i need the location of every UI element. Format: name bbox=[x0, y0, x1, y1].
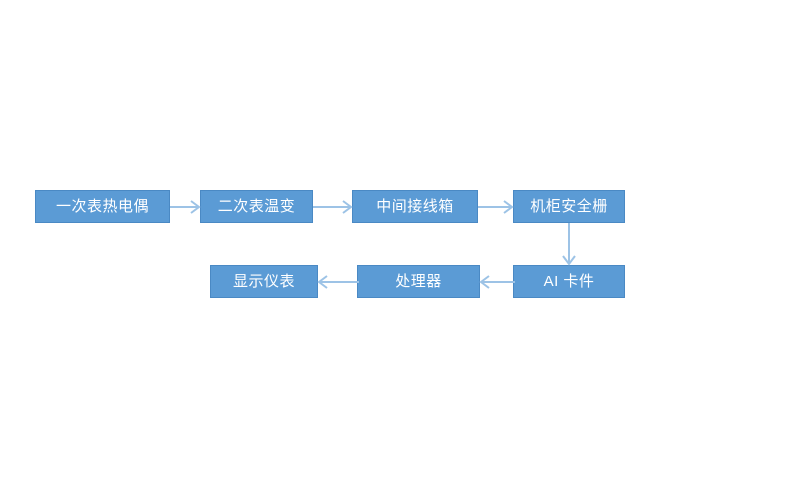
arrow-ai-card-to-processor bbox=[479, 275, 515, 289]
flow-node-primary-thermocouple[interactable]: 一次表热电偶 bbox=[35, 190, 170, 223]
flow-node-junction-box[interactable]: 中间接线箱 bbox=[352, 190, 478, 223]
flow-node-display-instrument[interactable]: 显示仪表 bbox=[210, 265, 318, 298]
flow-node-label: 机柜安全栅 bbox=[530, 198, 608, 215]
arrow-junction-box-to-barrier bbox=[478, 200, 514, 214]
arrow-barrier-to-ai-card bbox=[562, 223, 576, 266]
flow-node-label: AI 卡件 bbox=[543, 273, 595, 290]
flow-node-ai-card[interactable]: AI 卡件 bbox=[513, 265, 625, 298]
flow-node-processor[interactable]: 处理器 bbox=[357, 265, 480, 298]
flow-node-cabinet-safety-barrier[interactable]: 机柜安全栅 bbox=[513, 190, 625, 223]
flow-node-label: 显示仪表 bbox=[232, 273, 295, 290]
flow-node-label: 一次表热电偶 bbox=[55, 198, 149, 215]
arrow-secondary-to-junction-box bbox=[313, 200, 353, 214]
flow-node-label: 处理器 bbox=[395, 273, 442, 290]
flow-node-label: 二次表温变 bbox=[217, 198, 296, 215]
flow-node-secondary-transmitter[interactable]: 二次表温变 bbox=[200, 190, 313, 223]
arrow-primary-to-secondary bbox=[170, 200, 201, 214]
arrow-processor-to-display bbox=[317, 275, 359, 289]
flow-node-label: 中间接线箱 bbox=[376, 198, 454, 215]
